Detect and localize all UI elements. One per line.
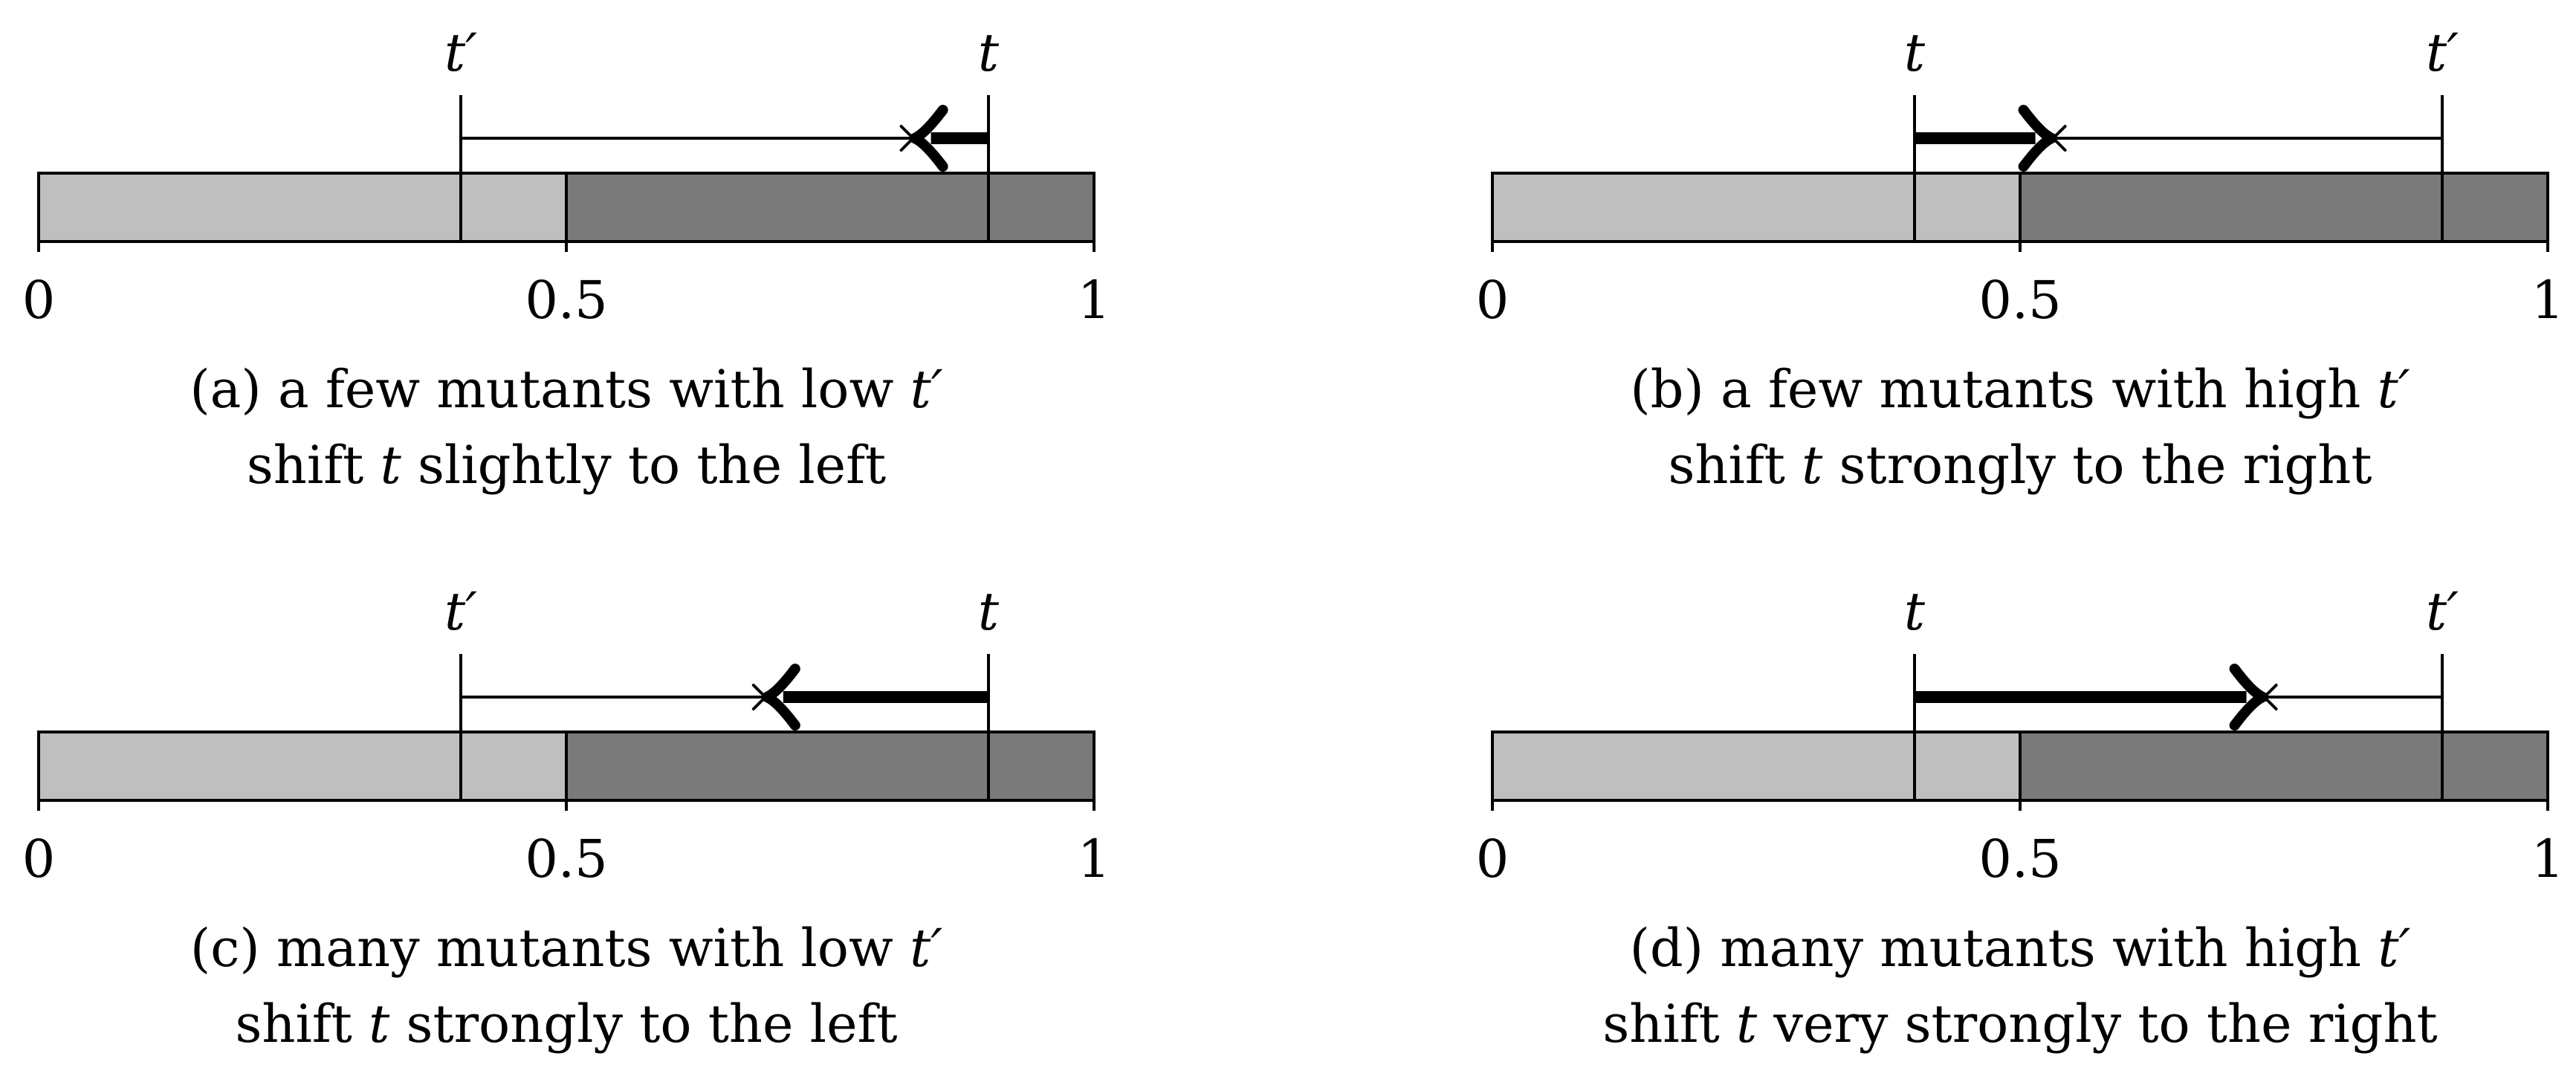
caption-text: (d) many mutants with high [1630,918,2378,979]
bar-dark-segment [566,173,1094,242]
caption-line-2: shift t strongly to the left [235,994,897,1055]
label-t-prime: t′ [2426,581,2459,642]
caption-line-1: (d) many mutants with high t′ [1630,918,2411,979]
label-t-prime: t′ [444,581,477,642]
caption-text: shift [235,994,369,1055]
label-t: t [978,22,1000,83]
label-t-prime: t′ [2426,22,2459,83]
thick-arrow-head [2229,664,2268,730]
tick-label: 1 [2531,829,2565,890]
bar-dark-segment [2020,732,2548,800]
tick-label: 0 [1476,270,1509,331]
caption-variable: t [369,994,390,1055]
bar-dark-segment [566,732,1094,800]
caption-line-2: shift t slightly to the left [247,435,886,496]
bar-light-segment [1492,732,2020,800]
tick-label: 1 [2531,270,2565,331]
bar-light-segment [1492,173,2020,242]
thick-arrow-head [909,105,948,172]
label-t: t [1904,581,1926,642]
caption-line-1: (a) a few mutants with low t′ [190,359,942,420]
tick-label: 0.5 [525,829,607,890]
caption-line-1: (c) many mutants with low t′ [190,918,942,979]
thick-arrow-head [2018,105,2057,172]
tick-label: 0 [1476,829,1509,890]
caption-text: strongly to the right [1822,435,2372,496]
caption-text: shift [1602,994,1736,1055]
caption-variable: t [1736,994,1758,1055]
tick-label: 0 [22,829,56,890]
tick-label: 0.5 [1978,270,2061,331]
thick-arrow-head [761,664,800,730]
label-t-prime: t′ [444,22,477,83]
caption-line-2: shift t strongly to the right [1668,435,2372,496]
caption-line-1: (b) a few mutants with high t′ [1630,359,2410,420]
bar-light-segment [39,732,566,800]
caption-variable: t′ [2378,359,2410,420]
caption-line-2: shift t very strongly to the right [1602,994,2437,1055]
caption-text: (c) many mutants with low [190,918,910,979]
caption-text: shift [1668,435,1802,496]
caption-variable: t′ [910,918,942,979]
caption-text: very strongly to the right [1757,994,2438,1055]
caption-text: slightly to the left [401,435,886,496]
bar-dark-segment [2020,173,2548,242]
caption-variable: t [381,435,402,496]
bar-light-segment [39,173,566,242]
tick-label: 1 [1078,829,1111,890]
label-t: t [978,581,1000,642]
caption-text: (a) a few mutants with low [190,359,910,420]
tick-label: 0 [22,270,56,331]
caption-text: (b) a few mutants with high [1630,359,2377,420]
caption-variable: t′ [2378,918,2410,979]
tick-label: 1 [1078,270,1111,331]
label-t: t [1904,22,1926,83]
tick-label: 0.5 [1978,829,2061,890]
caption-text: strongly to the left [389,994,897,1055]
caption-variable: t [1802,435,1823,496]
caption-variable: t′ [910,359,943,420]
caption-text: shift [247,435,381,496]
tick-label: 0.5 [525,270,607,331]
